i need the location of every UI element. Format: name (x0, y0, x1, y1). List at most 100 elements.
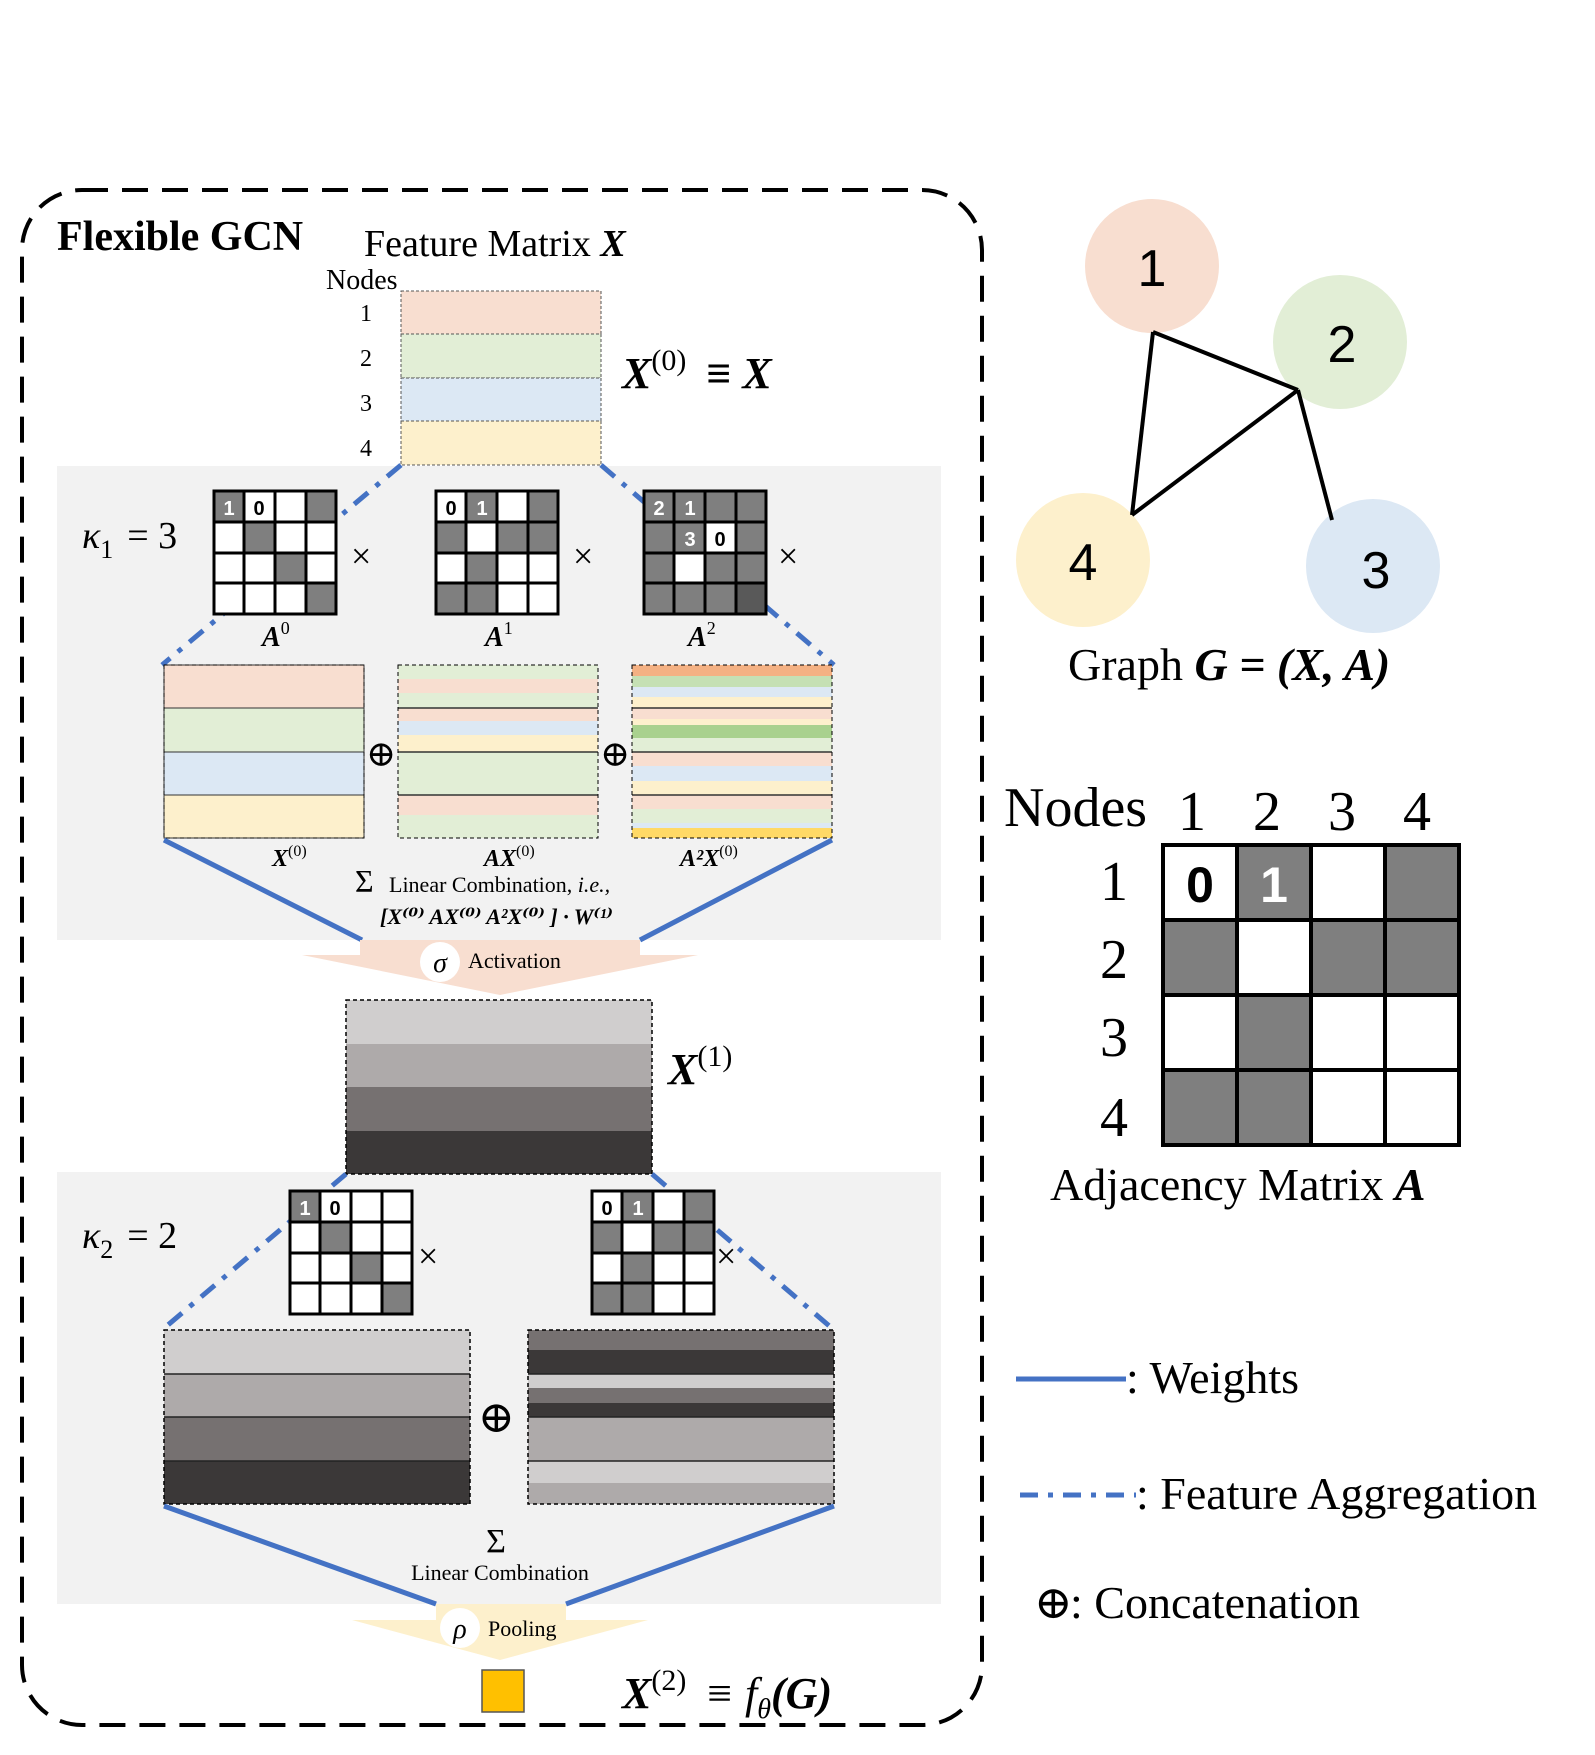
feature-matrix-text: Feature Matrix (364, 223, 591, 265)
adjacency-cell-0: 0 (1186, 857, 1214, 913)
a0-label: A0 (260, 618, 290, 653)
x1-label: X(1) (666, 1040, 732, 1094)
kappa2-symbol: κ (82, 1215, 101, 1257)
adjacency-caption-symbol: A (1392, 1159, 1426, 1210)
label-ax0-base: AX (482, 846, 517, 872)
adjacency-cell-1: 1 (1260, 857, 1288, 913)
combo-formula: [X⁽⁰⁾ AX⁽⁰⁾ A²X⁽⁰⁾ ] · W⁽¹⁾ (380, 904, 613, 929)
graph-node-label-3: 3 (1362, 542, 1391, 600)
times-5: × (716, 1236, 736, 1276)
a0-cell-1: 1 (223, 498, 234, 520)
a1-label: A1 (483, 618, 513, 653)
x0-equiv: ≡ X (706, 349, 773, 398)
kappa1-label: κ1= 3 (82, 515, 177, 564)
layer2-a1-cell-1: 0 (601, 1198, 612, 1220)
adjacency-row-labels: 1 2 3 4 (1100, 851, 1128, 1149)
times-2: × (573, 536, 593, 576)
a2-cell-3: 3 (684, 529, 695, 551)
matrix-a0: 1 0 (212, 489, 338, 616)
oplus-1: ⊕ (366, 734, 396, 774)
a1-cell-2: 1 (476, 498, 487, 520)
weights-lines-layer2 (163, 1503, 835, 1607)
feature-matrix-label: Feature Matrix X (364, 223, 627, 265)
graph-node-4 (1016, 493, 1150, 627)
aggregation-lines-layer1 (160, 463, 836, 667)
ie-text: i.e., (578, 872, 610, 897)
adjacency-caption: Adjacency Matrix A (1050, 1159, 1426, 1210)
x0-sup: (0) (651, 344, 686, 377)
legend-concatenation: : Concatenation (1070, 1577, 1360, 1628)
a2-cell-1: 2 (653, 498, 664, 520)
x2-arg: (G) (771, 1669, 832, 1718)
adjacency-row-1: 1 (1100, 851, 1128, 913)
adjacency-col-4: 4 (1403, 781, 1431, 843)
activation-label: Activation (468, 948, 561, 973)
adjacency-row-4: 4 (1100, 1087, 1128, 1149)
x0-equation: X(0)≡ X (620, 344, 773, 398)
activation-symbol: σ (433, 948, 448, 979)
feature-matrix-symbol: X (599, 223, 627, 265)
a1-sup: 1 (504, 618, 513, 638)
row-number-2: 2 (360, 346, 372, 372)
x2-sub: θ (757, 1694, 771, 1725)
oplus-3: ⊕ (478, 1393, 515, 1442)
a0-base: A (260, 622, 281, 653)
graph-caption-formula: G = (X, A) (1194, 639, 1390, 690)
row-number-3: 3 (360, 391, 372, 417)
nodes-header: Nodes (326, 265, 398, 296)
x2-equation: X(2)≡ fθ(G) (620, 1664, 832, 1725)
x2-symbol: X (620, 1669, 653, 1718)
x1-sup: (1) (697, 1040, 732, 1073)
weights-lines-layer1 (162, 837, 834, 943)
row-numbers: 1 2 3 4 (360, 301, 372, 462)
sum-symbol-1: Σ (355, 863, 374, 899)
pooling-label: Pooling (488, 1616, 556, 1641)
kappa2-sub: 2 (100, 1235, 113, 1264)
matrix-a2: 2 1 3 0 (642, 489, 768, 616)
feature-matrix-x (400, 290, 602, 466)
layer2-a1-cell-2: 1 (632, 1198, 643, 1220)
kappa1-value: = 3 (127, 515, 177, 557)
aggregated-a2x0 (631, 664, 833, 839)
a0-sup: 0 (281, 618, 290, 638)
label-a2x0-base: A²X (678, 846, 720, 872)
linear-combination-text: Linear Combination, (389, 872, 572, 897)
graph-g: 1 2 3 4 (1016, 199, 1440, 633)
adjacency-col-1: 1 (1178, 781, 1206, 843)
graph-node-label-4: 4 (1069, 534, 1098, 592)
a1-cell-1: 0 (445, 498, 456, 520)
aggregated-x0 (163, 664, 365, 839)
layer2-matrix-a0: 1 0 (288, 1189, 414, 1316)
aggregation-lines-layer2 (160, 1172, 836, 1332)
adjacency-col-2: 2 (1253, 781, 1281, 843)
legend-concatenation-symbol: ⊕ (1034, 1577, 1073, 1628)
a2-label: A2 (686, 618, 716, 653)
pooling-symbol: ρ (452, 1614, 466, 1645)
activation-circle (420, 942, 460, 982)
a0-cell-2: 0 (253, 498, 264, 520)
graph-edges (1130, 330, 1334, 521)
graph-caption-prefix: Graph (1068, 639, 1183, 690)
a1-base: A (483, 622, 504, 653)
adjacency-row-3: 3 (1100, 1007, 1128, 1069)
label-ax0: AX(0) (482, 843, 535, 872)
times-1: × (351, 536, 371, 576)
legend-feature-aggregation: : Feature Aggregation (1136, 1468, 1537, 1519)
a2-cell-2: 1 (684, 498, 695, 520)
graph-node-3 (1306, 499, 1440, 633)
linear-combination-label: Linear Combination (411, 1560, 589, 1585)
pooling-circle (440, 1608, 480, 1648)
adjacency-row-2: 2 (1100, 929, 1128, 991)
graph-node-label-2: 2 (1328, 316, 1357, 374)
kappa2-label: κ2= 2 (82, 1215, 177, 1264)
times-3: × (778, 536, 798, 576)
layer2-a0-cell-1: 1 (299, 1198, 310, 1220)
pooled-output (481, 1669, 525, 1713)
a2-cell-4: 0 (714, 529, 725, 551)
linear-combination-ie: Linear Combination, i.e., (389, 872, 610, 897)
label-ax0-sup: (0) (516, 843, 535, 860)
layer2-a0-cell-2: 0 (329, 1198, 340, 1220)
aggregated-ax0 (397, 664, 599, 839)
matrix-a1: 0 1 (434, 489, 560, 616)
pooling-arrow (352, 1604, 648, 1660)
